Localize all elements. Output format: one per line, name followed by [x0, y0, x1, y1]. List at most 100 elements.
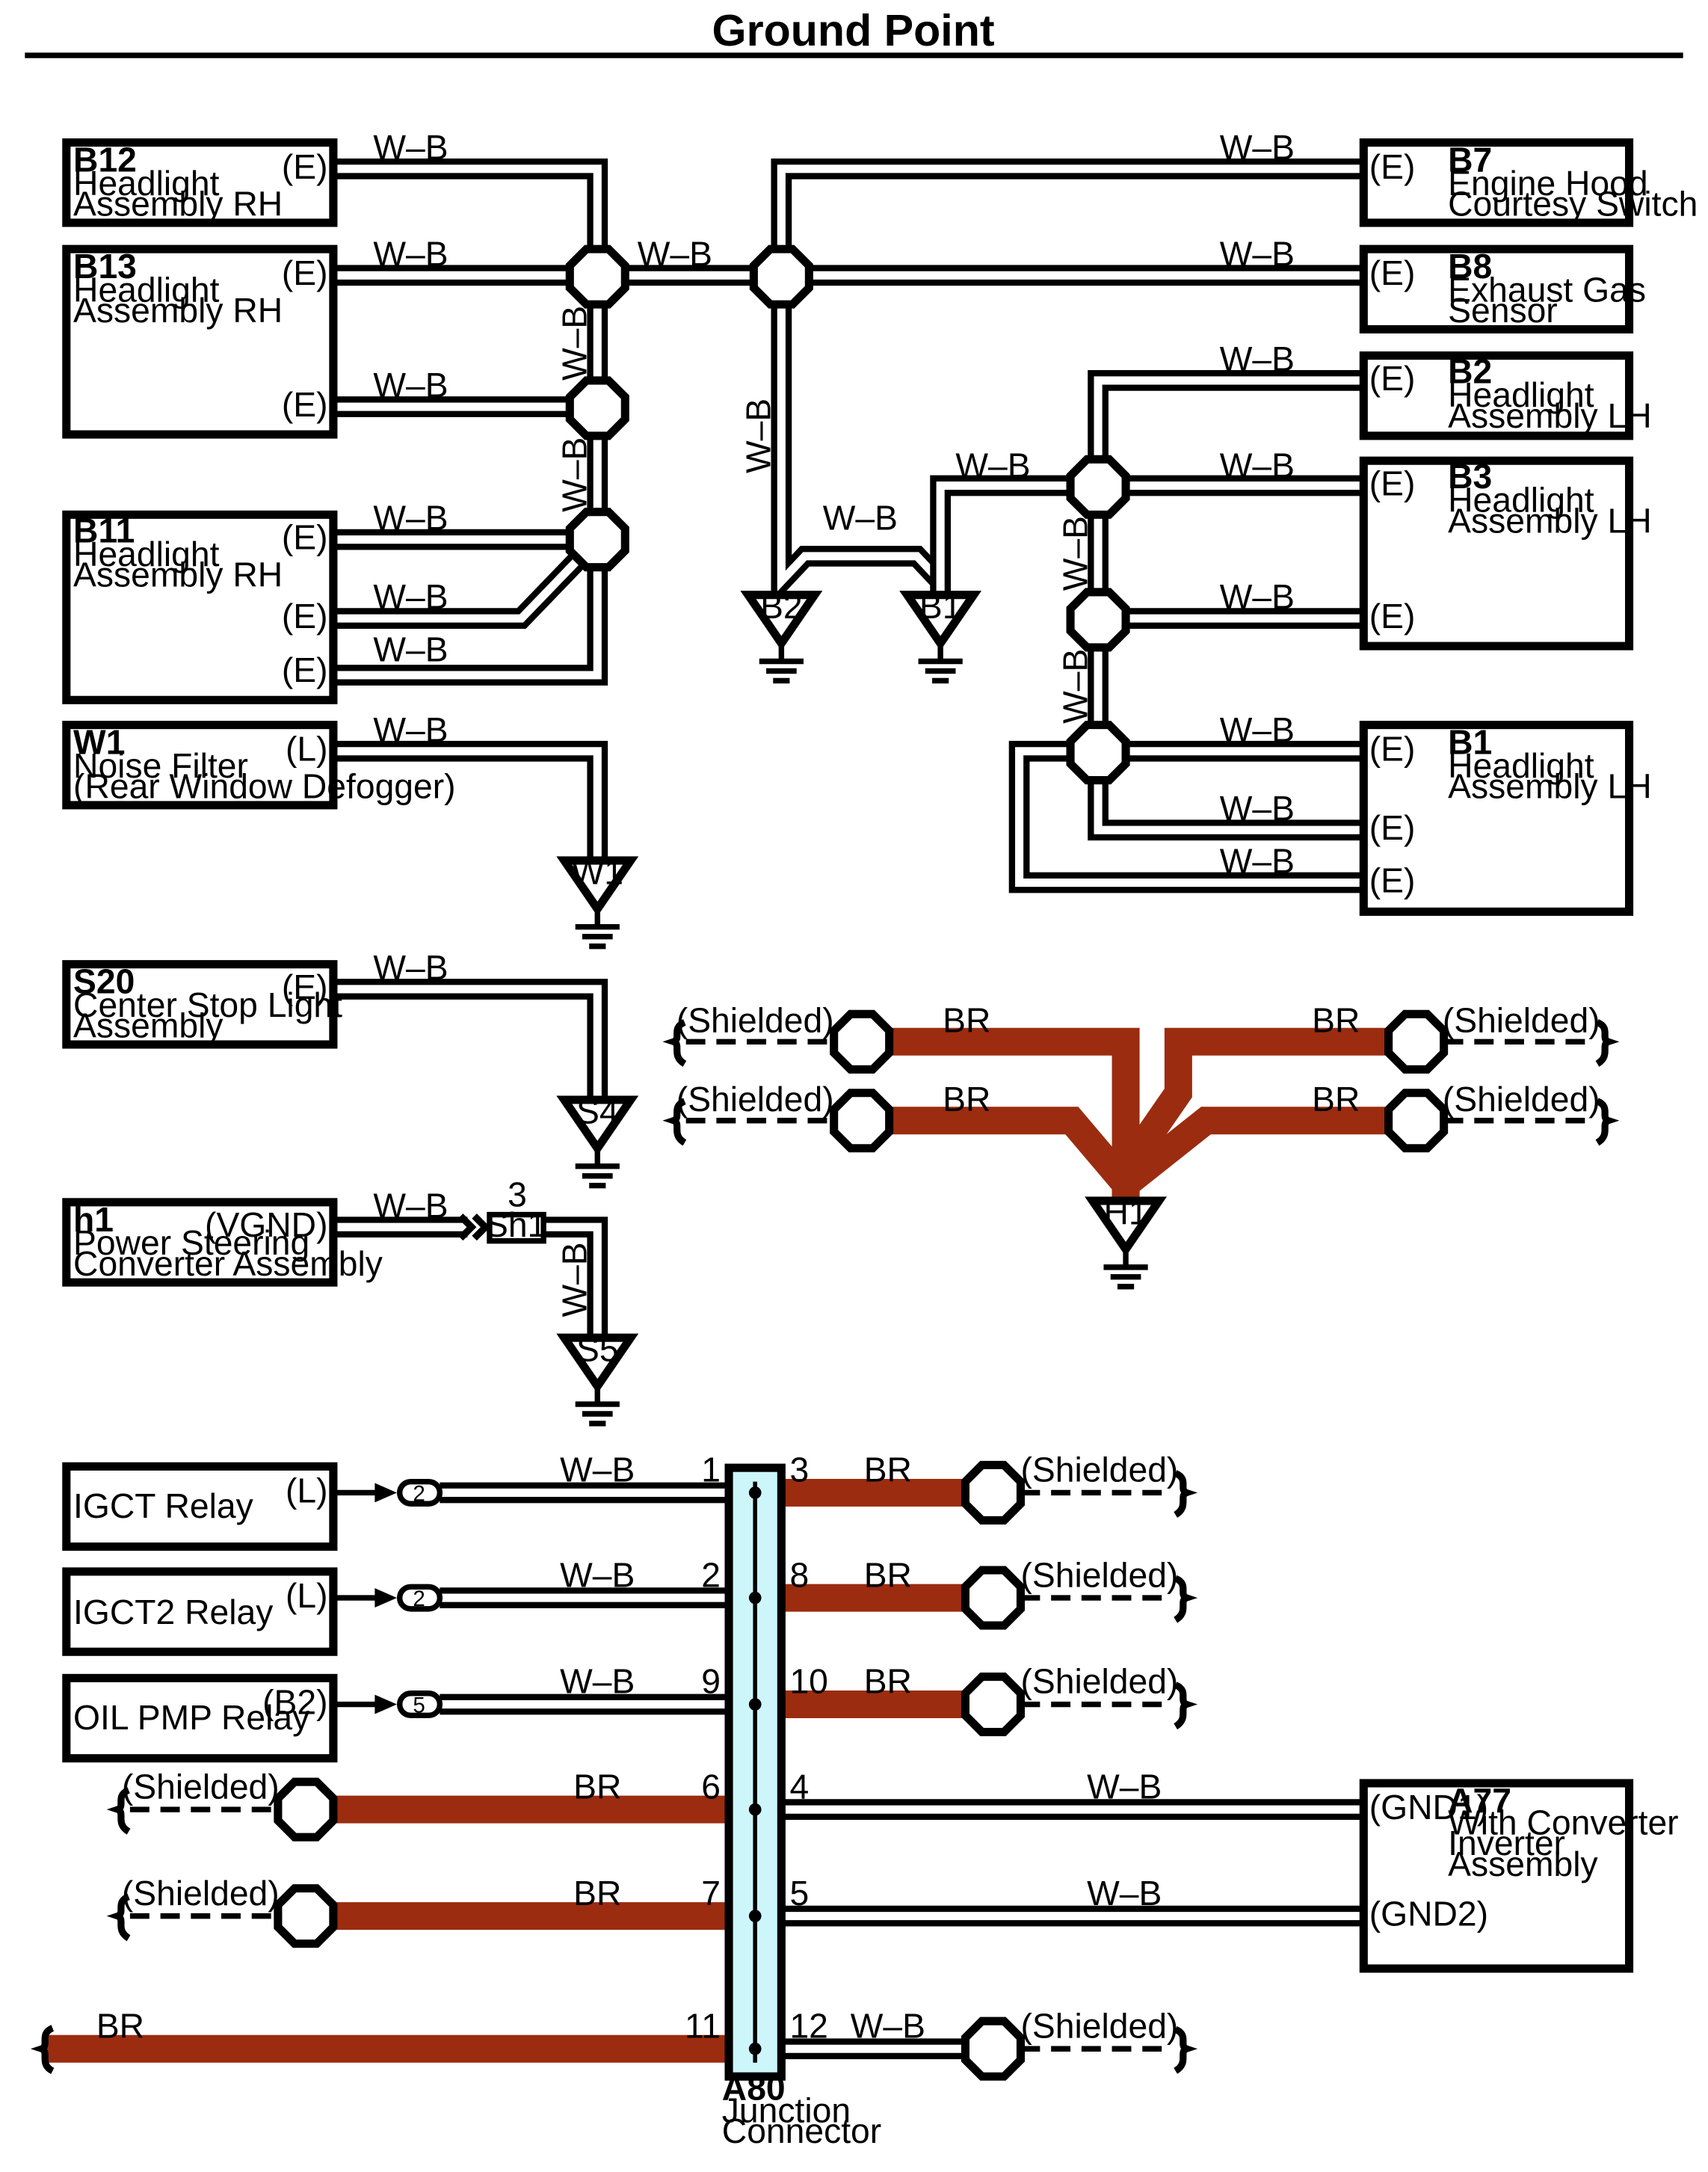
component-name: Headlight	[1448, 375, 1594, 414]
wire-s20-to-ground	[333, 979, 608, 1101]
component-code: B1	[1448, 722, 1492, 761]
component-name: Headlight	[1448, 481, 1594, 520]
component-name: OIL PMP Relay	[73, 1698, 310, 1737]
splice-point	[961, 1566, 1025, 1630]
terminal-label: (E)	[1369, 730, 1416, 769]
component-name: Assembly	[1448, 1845, 1598, 1883]
wire-color-label: W–B	[1220, 577, 1295, 616]
shielded-lines-bottom	[30, 1470, 1198, 2074]
shielded-label: (Shielded)	[122, 1874, 280, 1913]
wire-color-label: W–B	[1220, 339, 1295, 378]
wire-color-label: W–B	[555, 437, 594, 512]
ground-s5: S5	[556, 1330, 639, 1427]
component-name: Noise Filter	[73, 746, 248, 785]
wire-color-label: W–B	[1220, 446, 1295, 484]
relay-connectors: 2 2 5	[333, 1478, 443, 1719]
wire-color-label: W–B	[373, 128, 448, 167]
terminal-label: (L)	[286, 1576, 328, 1615]
ground-label: W1	[572, 852, 623, 891]
pin-number: 7	[701, 1874, 721, 1913]
component-igct-relay: IGCT Relay (L)	[62, 1462, 338, 1551]
wire-color-label: W–B	[373, 630, 448, 668]
ground-h1: H1	[1085, 1193, 1168, 1290]
component-name: Assembly LH	[1448, 767, 1651, 806]
br-shield-group-h1: (Shielded) (Shielded) (Shielded) (Shield…	[662, 1000, 1620, 1290]
component-b13: B13 Headlight Assembly RH (E) (E)	[62, 244, 338, 439]
pin-number: 12	[789, 2006, 827, 2045]
wire-b2-lh-chain	[1088, 370, 1364, 751]
shielded-label: (Shielded)	[1021, 1450, 1179, 1489]
terminal-label: (E)	[282, 518, 328, 557]
component-name: Assembly LH	[1448, 396, 1651, 435]
shield-code: Sh1	[485, 1205, 546, 1244]
component-name: Engine Hood	[1448, 164, 1647, 203]
component-code: B12	[73, 141, 137, 179]
component-code: B8	[1448, 247, 1492, 286]
pin-number: 6	[701, 1767, 721, 1806]
wire-color-label: BR	[864, 1662, 912, 1701]
splice-point	[565, 376, 629, 440]
terminal-label: (GND2)	[1369, 1895, 1488, 1933]
component-b11: B11 Headlight Assembly RH (E) (E) (E)	[62, 510, 338, 704]
component-b8: (E) B8 Exhaust Gas Sensor	[1359, 244, 1646, 333]
component-name: Inverter	[1448, 1824, 1565, 1862]
component-name: Connector	[722, 2111, 881, 2150]
component-code: A77	[1448, 1781, 1511, 1820]
component-w1: W1 Noise Filter (Rear Window Defogger) (…	[62, 721, 456, 810]
component-name: Headlight	[1448, 746, 1594, 785]
wire-color-label: W–B	[555, 306, 594, 381]
terminal-label: (E)	[282, 597, 328, 636]
ground-b2: B2	[740, 587, 823, 684]
shield-pin: 3	[508, 1175, 527, 1213]
terminal-label: (E)	[1369, 359, 1416, 398]
wire-color-label: W–B	[373, 710, 448, 749]
terminal-label: (E)	[282, 385, 328, 424]
component-code: B11	[73, 511, 135, 550]
wire-color-label: W–B	[1220, 789, 1295, 828]
terminal-label: (L)	[286, 730, 328, 769]
component-code: B2	[1448, 352, 1492, 391]
ground-label: B1	[919, 587, 962, 626]
terminal-label: (E)	[1369, 147, 1416, 186]
splice-point	[749, 244, 813, 309]
shielded-label: (Shielded)	[1021, 1555, 1179, 1594]
shielded-label: (Shielded)	[122, 1767, 280, 1806]
terminal-label: (E)	[282, 967, 328, 1006]
component-code: B3	[1448, 457, 1492, 496]
splice-point	[830, 1089, 894, 1153]
wire-color-label: BR	[943, 1000, 990, 1039]
component-name: Converter Assembly	[73, 1244, 383, 1283]
component-name: IGCT2 Relay	[73, 1593, 274, 1631]
splice-point	[1066, 721, 1130, 785]
terminal-label: (L)	[286, 1471, 328, 1510]
splice-point	[1066, 455, 1130, 519]
ground-label: S4	[576, 1092, 619, 1130]
wire-b1-lower	[1008, 740, 1364, 893]
wire-b12-to-splice	[333, 158, 608, 277]
shield-sh1: Sh1 3	[457, 1175, 546, 1244]
pin-number: 2	[413, 1587, 425, 1611]
component-code: W1	[73, 722, 125, 761]
shielded-label: (Shielded)	[676, 1080, 834, 1119]
wire-color-label: W–B	[373, 234, 448, 273]
splice-point	[1384, 1009, 1449, 1074]
component-a77: (GND1) A77 With Converter Inverter Assem…	[1359, 1779, 1679, 1973]
splice-point	[565, 508, 629, 572]
terminal-label: (GND1)	[1369, 1788, 1488, 1827]
wire-color-label: W–B	[1055, 649, 1094, 724]
component-name: Headlight	[73, 270, 220, 309]
splice-point	[274, 1884, 338, 1948]
wire-color-label: BR	[1312, 1000, 1360, 1039]
wire-labels-top: W–B W–B W–B W–B W–B W–B W–B W–B W–B W–B …	[373, 128, 1295, 1317]
wire-color-label: W–B	[373, 366, 448, 404]
component-name: Sensor	[1448, 291, 1558, 330]
component-name: Center Stop Light	[73, 985, 342, 1024]
component-b2: (E) B2 Headlight Assembly LH	[1359, 351, 1652, 440]
terminal-label: (E)	[1369, 808, 1416, 847]
wire-color-label: W–B	[373, 577, 448, 616]
component-code: B13	[73, 247, 137, 286]
pin-number: 10	[789, 1662, 827, 1701]
wire-color-label: W–B	[1055, 516, 1094, 591]
component-h1: h1 Power Steering Converter Assembly (VG…	[62, 1198, 383, 1287]
wire-color-label: W–B	[560, 1662, 635, 1701]
